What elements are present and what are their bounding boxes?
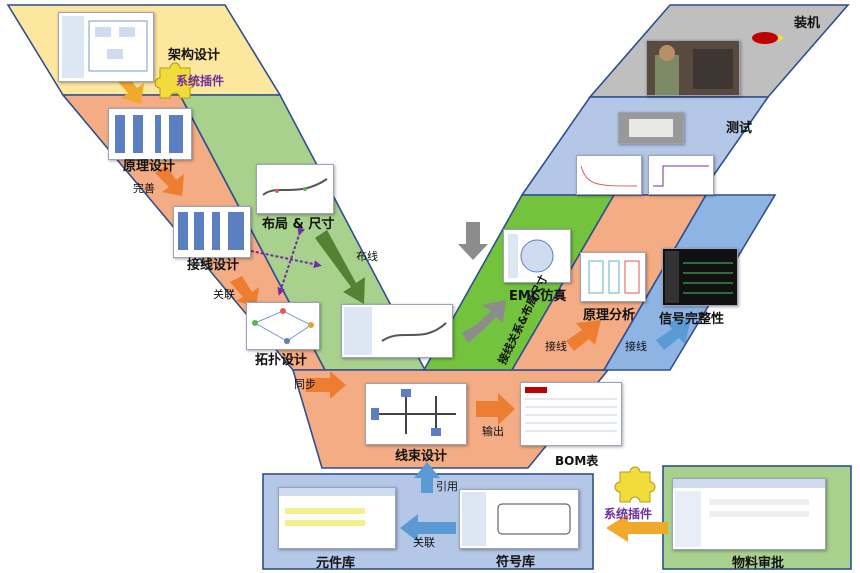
label-output: 输出 [482,425,504,438]
label-assembly: 装机 [794,16,821,31]
testing-screenshot-2 [576,155,642,195]
label-signal: 信号完整性 [659,312,725,327]
label-topology: 拓扑设计 [255,353,308,368]
arrow-material [606,514,668,542]
material-review-screenshot [672,478,826,550]
harness-screenshot [365,383,467,445]
label-route: 布线 [356,250,378,263]
symbol-lib-screenshot [459,489,579,549]
arrow-down-grey [458,222,488,260]
label-principle: 原理分析 [583,308,636,323]
arrow-route [315,230,365,304]
label-refine: 完善 [133,182,155,195]
label-testing: 测试 [726,121,753,136]
label-emc: EMC仿真 [509,289,567,304]
label-wiring-2: 接线 [625,340,647,353]
testing-screenshot-1 [618,112,684,144]
bom-screenshot [520,382,622,446]
arrow-wiring-2 [656,319,691,350]
schematic-screenshot [108,108,192,160]
label-layout: 布局 & 尺寸 [262,217,335,232]
emc-screenshot [503,229,571,283]
testing-screenshot-3 [648,155,714,195]
label-plugin-top: 系统插件 [176,74,225,88]
label-symbol-lib: 符号库 [496,555,536,570]
arrow-output [476,393,515,425]
arrow-grey-up [462,300,506,343]
arrow-associate-2 [400,514,456,542]
label-bom: BOM表 [555,454,599,468]
label-harness: 线束设计 [395,449,448,464]
architecture-screenshot [58,12,154,82]
label-associate-1: 关联 [213,288,235,301]
principle-screenshot [580,252,646,302]
topology-screenshot [246,302,320,350]
test-rocket-icon [750,26,784,50]
layout-screenshot [256,164,334,214]
label-sync: 同步 [294,378,316,391]
label-wiring-1: 接线 [545,340,567,353]
arrow-reference [414,462,440,493]
label-material-review: 物料审批 [732,556,785,571]
arrow-wiring-1 [566,320,601,351]
route-screenshot [341,304,453,358]
label-wiring: 接线设计 [187,258,240,273]
label-associate-2: 关联 [413,536,435,549]
label-component-lib: 元件库 [316,556,356,571]
label-reference: 引用 [436,480,458,493]
arrow-sync [306,371,346,399]
assembly-photo [646,40,740,96]
arrow-refine [155,165,184,196]
label-architecture: 架构设计 [168,48,221,63]
signal-screenshot [662,248,738,306]
label-plugin-bottom: 系统插件 [604,507,653,521]
component-lib-screenshot [278,487,396,549]
arrow-purple-v [277,226,306,296]
label-schematic: 原理设计 [123,159,176,174]
puzzle-piece-icon [154,62,196,99]
arrow-associate [230,276,259,307]
wiring-screenshot [173,206,251,258]
puzzle-piece-icon [614,466,656,503]
